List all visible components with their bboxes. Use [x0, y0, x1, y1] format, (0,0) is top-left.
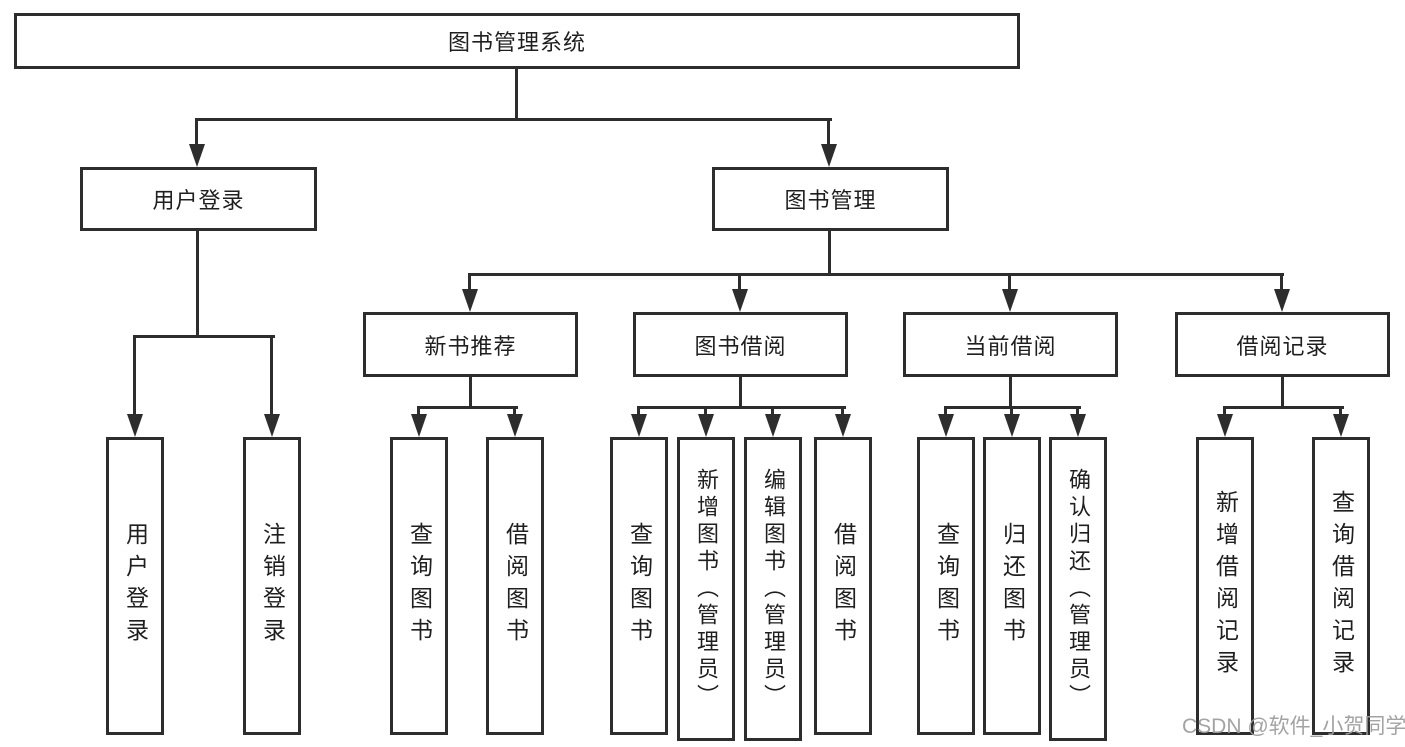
node-leaf-confirm-return-admin: 确认归还（管理员）: [1049, 437, 1107, 741]
node-label: 注销登录: [259, 522, 286, 650]
node-leaf-logout-login: 注销登录: [243, 437, 301, 735]
node-leaf-search-books-borrowing: 查询图书: [610, 437, 668, 735]
arrow-to-leaf-add-books: [697, 406, 714, 437]
node-label: 归还图书: [999, 522, 1026, 650]
node-label: 当前借阅: [964, 333, 1057, 359]
node-label: 图书管理系统: [447, 30, 586, 55]
connector-current-split: [945, 406, 1081, 409]
arrow-to-user-login: [188, 118, 205, 167]
watermark: CSDN @软件_小贺同学: [1182, 715, 1405, 738]
connector-level2-split: [196, 118, 832, 121]
node-leaf-borrow-books-recommend: 借阅图书: [486, 437, 544, 735]
arrow-to-leaf-borrow-recommend: [506, 406, 523, 437]
arrow-to-leaf-search-recommend: [410, 406, 427, 437]
node-label: 新增借阅记录: [1212, 490, 1239, 682]
node-label: 图书管理: [784, 188, 877, 213]
arrow-to-leaf-user-login: [126, 335, 143, 437]
node-leaf-search-books-recommend: 查询图书: [390, 437, 448, 735]
connector-book-management-stub: [828, 231, 831, 275]
node-leaf-add-books-admin: 新增图书（管理员）: [677, 437, 735, 741]
arrow-to-leaf-return-books: [1003, 406, 1020, 437]
arrow-to-book-borrowing: [731, 273, 748, 312]
connector-records-stub: [1281, 377, 1284, 408]
node-user-login: 用户登录: [80, 167, 317, 231]
node-label: 新增图书（管理员）: [694, 467, 719, 711]
connector-current-stub: [1009, 377, 1012, 408]
arrow-to-leaf-confirm-return: [1069, 406, 1086, 437]
arrow-to-leaf-search-borrowing: [630, 406, 647, 437]
node-label: 借阅图书: [502, 522, 529, 650]
arrow-to-new-book-recommendation: [461, 273, 478, 312]
arrow-to-leaf-search-record: [1332, 406, 1349, 437]
connector-recommend-stub: [469, 377, 472, 408]
connector-level3-split: [469, 273, 1284, 276]
connector-recommend-split: [418, 406, 518, 409]
node-label: 用户登录: [122, 522, 149, 650]
node-leaf-borrow-books-borrowing: 借阅图书: [814, 437, 872, 735]
arrow-to-book-management: [820, 118, 837, 167]
node-leaf-add-borrow-record: 新增借阅记录: [1196, 437, 1254, 735]
node-leaf-search-borrow-record: 查询借阅记录: [1312, 437, 1370, 735]
node-leaf-search-books-current: 查询图书: [917, 437, 975, 735]
node-borrowing-records: 借阅记录: [1175, 312, 1390, 377]
node-leaf-return-books: 归还图书: [983, 437, 1041, 735]
connector-records-split: [1224, 406, 1344, 409]
node-label: 借阅图书: [830, 522, 857, 650]
arrow-to-leaf-borrow-borrowing: [834, 406, 851, 437]
node-current-borrowing: 当前借阅: [903, 312, 1118, 377]
node-book-borrowing: 图书借阅: [633, 312, 848, 377]
node-label: 编辑图书（管理员）: [761, 467, 786, 711]
connector-borrowing-split: [638, 406, 846, 409]
connector-user-login-split: [134, 335, 275, 338]
node-label: 查询图书: [626, 522, 653, 650]
node-label: 图书借阅: [694, 333, 787, 359]
node-label: 用户登录: [152, 188, 245, 213]
connector-borrowing-stub: [739, 377, 742, 408]
node-new-book-recommendation: 新书推荐: [363, 312, 578, 377]
connector-user-login-stub: [196, 231, 199, 337]
node-leaf-user-login: 用户登录: [106, 437, 164, 735]
node-label: 新书推荐: [424, 333, 517, 359]
node-book-management: 图书管理: [712, 167, 949, 231]
node-library-system: 图书管理系统: [14, 13, 1020, 69]
arrow-to-borrowing-records: [1273, 273, 1290, 312]
node-label: 查询图书: [406, 522, 433, 650]
node-label: 确认归还（管理员）: [1066, 467, 1091, 711]
arrow-to-current-borrowing: [1001, 273, 1018, 312]
node-label: 借阅记录: [1236, 333, 1329, 359]
node-label: 查询借阅记录: [1328, 490, 1355, 682]
connector-root-stub: [515, 69, 518, 120]
node-leaf-edit-books-admin: 编辑图书（管理员）: [744, 437, 802, 741]
arrow-to-leaf-edit-books: [764, 406, 781, 437]
arrow-to-leaf-logout-login: [263, 335, 280, 437]
node-label: 查询图书: [933, 522, 960, 650]
arrow-to-leaf-search-current: [937, 406, 954, 437]
arrow-to-leaf-add-record: [1216, 406, 1233, 437]
